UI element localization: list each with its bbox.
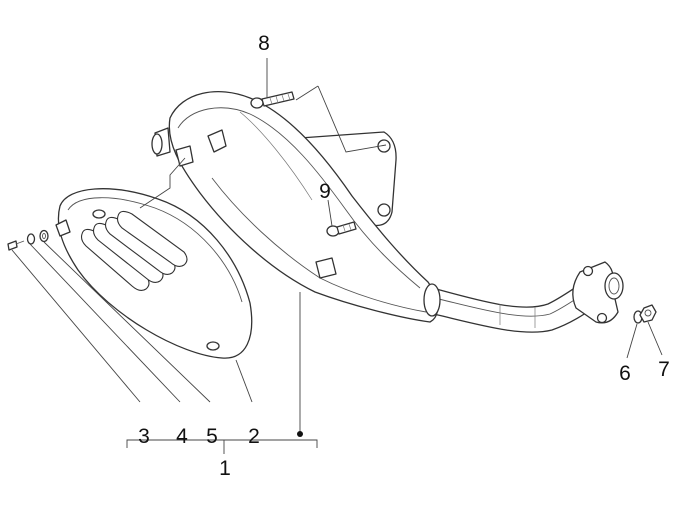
callout-1: 1 [219, 457, 231, 480]
callout-labels: 8 9 3 4 5 2 1 6 7 [138, 32, 670, 480]
callout-8: 8 [258, 32, 270, 55]
assembly-dot [297, 431, 303, 437]
callout-7: 7 [658, 358, 670, 381]
upper-screw [250, 91, 295, 109]
callout-5: 5 [206, 425, 218, 448]
callout-4: 4 [176, 425, 188, 448]
guard-screw [7, 240, 25, 251]
exhaust-flange [572, 261, 624, 324]
flange-nut [639, 304, 657, 323]
heat-guard [55, 188, 253, 359]
side-screw [326, 221, 357, 237]
leader-lines [11, 58, 663, 454]
callout-6: 6 [619, 362, 631, 385]
callout-2: 2 [248, 425, 260, 448]
callout-3: 3 [138, 425, 150, 448]
muffler-body [151, 91, 441, 323]
guard-washers [26, 229, 49, 245]
callout-9: 9 [319, 180, 331, 203]
